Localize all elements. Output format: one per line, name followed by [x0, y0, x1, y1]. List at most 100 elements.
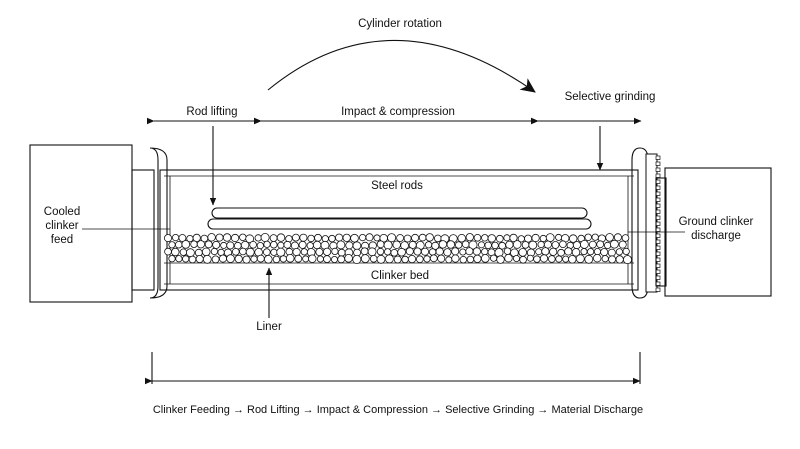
clinker-ball [345, 241, 354, 250]
clinker-ball [600, 248, 609, 257]
clinker-ball [429, 254, 438, 263]
clinker-ball [575, 254, 585, 264]
ground-clinker-discharge-label-line-1: Ground clinker [679, 216, 754, 228]
clinker-ball [543, 240, 552, 249]
clinker-ball [164, 247, 172, 256]
clinker-ball [365, 233, 374, 242]
clinker-ball [518, 248, 527, 257]
clinker-ball [557, 248, 565, 257]
rotation-arrow [267, 39, 536, 93]
clinker-ball [528, 240, 538, 250]
gear-tooth [655, 161, 661, 166]
clinker-ball [618, 240, 627, 249]
clinker-ball [445, 256, 453, 264]
clinker-ball [263, 254, 273, 264]
clinker-ball [174, 240, 183, 249]
clinker-ball [481, 248, 489, 256]
clinker-ball [613, 233, 622, 242]
clinker-ball [315, 247, 324, 256]
steel-rod-lower [207, 218, 592, 230]
clinker-ball [393, 255, 402, 264]
gear-tooth [655, 281, 661, 286]
gear-tooth [655, 221, 661, 226]
clinker-ball [459, 248, 467, 256]
liner-label: Liner [256, 321, 282, 333]
clinker-ball [407, 255, 417, 264]
clinker-ball [622, 247, 630, 255]
clinker-ball [269, 234, 278, 243]
clinker-ball [226, 254, 235, 263]
clinker-ball [521, 241, 530, 249]
clinker-ball [480, 254, 490, 263]
clinker-ball [526, 254, 534, 262]
gear-tooth [655, 263, 661, 268]
gear-tooth [655, 209, 661, 214]
clinker-ball [195, 254, 204, 263]
clinker-ball [245, 234, 255, 244]
clinker-ball [531, 233, 540, 243]
clinker-ball [481, 234, 489, 242]
gear-tooth [655, 173, 661, 178]
clinker-ball [541, 247, 550, 256]
clinker-ball [181, 240, 191, 249]
clinker-ball [494, 248, 504, 258]
clinker-ball [276, 233, 286, 242]
clinker-ball [405, 247, 414, 256]
clinker-ball [446, 240, 455, 249]
clinker-ball [342, 233, 351, 242]
clinker-ball [392, 240, 401, 249]
clinker-ball [396, 234, 405, 242]
clinker-ball [568, 255, 577, 264]
mill-cylinder [159, 169, 639, 291]
clinker-ball [163, 234, 172, 243]
clinker-ball [376, 247, 385, 256]
clinker-ball [182, 255, 190, 263]
clinker-ball [403, 234, 412, 243]
clinker-ball [533, 255, 541, 263]
clinker-ball [207, 233, 216, 242]
clinker-ball [569, 234, 578, 243]
clinker-ball [307, 234, 315, 243]
gear-tooth [655, 215, 661, 220]
clinker-ball [603, 241, 612, 249]
clinker-ball [465, 247, 474, 256]
clinker-ball [586, 248, 595, 256]
clinker-ball [487, 234, 496, 243]
clinker-ball [222, 233, 232, 242]
clinker-ball [537, 240, 545, 249]
clinker-ball [519, 255, 527, 264]
gear-tooth [655, 257, 661, 262]
clinker-ball [330, 255, 338, 263]
gear-tooth [655, 269, 661, 274]
clinker-ball [279, 255, 287, 263]
clinker-ball [202, 254, 212, 264]
clinker-ball [477, 241, 485, 249]
clinker-ball [512, 240, 522, 249]
clinker-ball [555, 255, 563, 263]
clinker-ball [384, 254, 394, 264]
clinker-ball [580, 248, 588, 256]
clinker-ball [306, 242, 314, 250]
clinker-ball [242, 255, 251, 264]
clinker-ball [539, 234, 547, 243]
clinker-ball [615, 255, 624, 264]
clinker-ball [270, 248, 278, 256]
clinker-ball [299, 233, 308, 242]
clinker-ball [457, 233, 466, 243]
clinker-ball [292, 248, 301, 257]
cooled-clinker-feed-label-line-3: feed [51, 234, 73, 246]
clinker-ball [547, 255, 556, 263]
clinker-ball [272, 255, 281, 264]
clinker-ball [168, 241, 176, 249]
clinker-ball [185, 248, 195, 258]
clinker-ball [491, 241, 499, 250]
clinker-ball [250, 255, 258, 263]
clinker-ball [580, 239, 589, 249]
clinker-ball [473, 254, 482, 263]
clinker-ball [588, 240, 597, 249]
clinker-ball [435, 247, 444, 256]
clinker-ball [484, 241, 492, 249]
clinker-ball [337, 255, 346, 264]
clinker-ball [428, 248, 437, 256]
